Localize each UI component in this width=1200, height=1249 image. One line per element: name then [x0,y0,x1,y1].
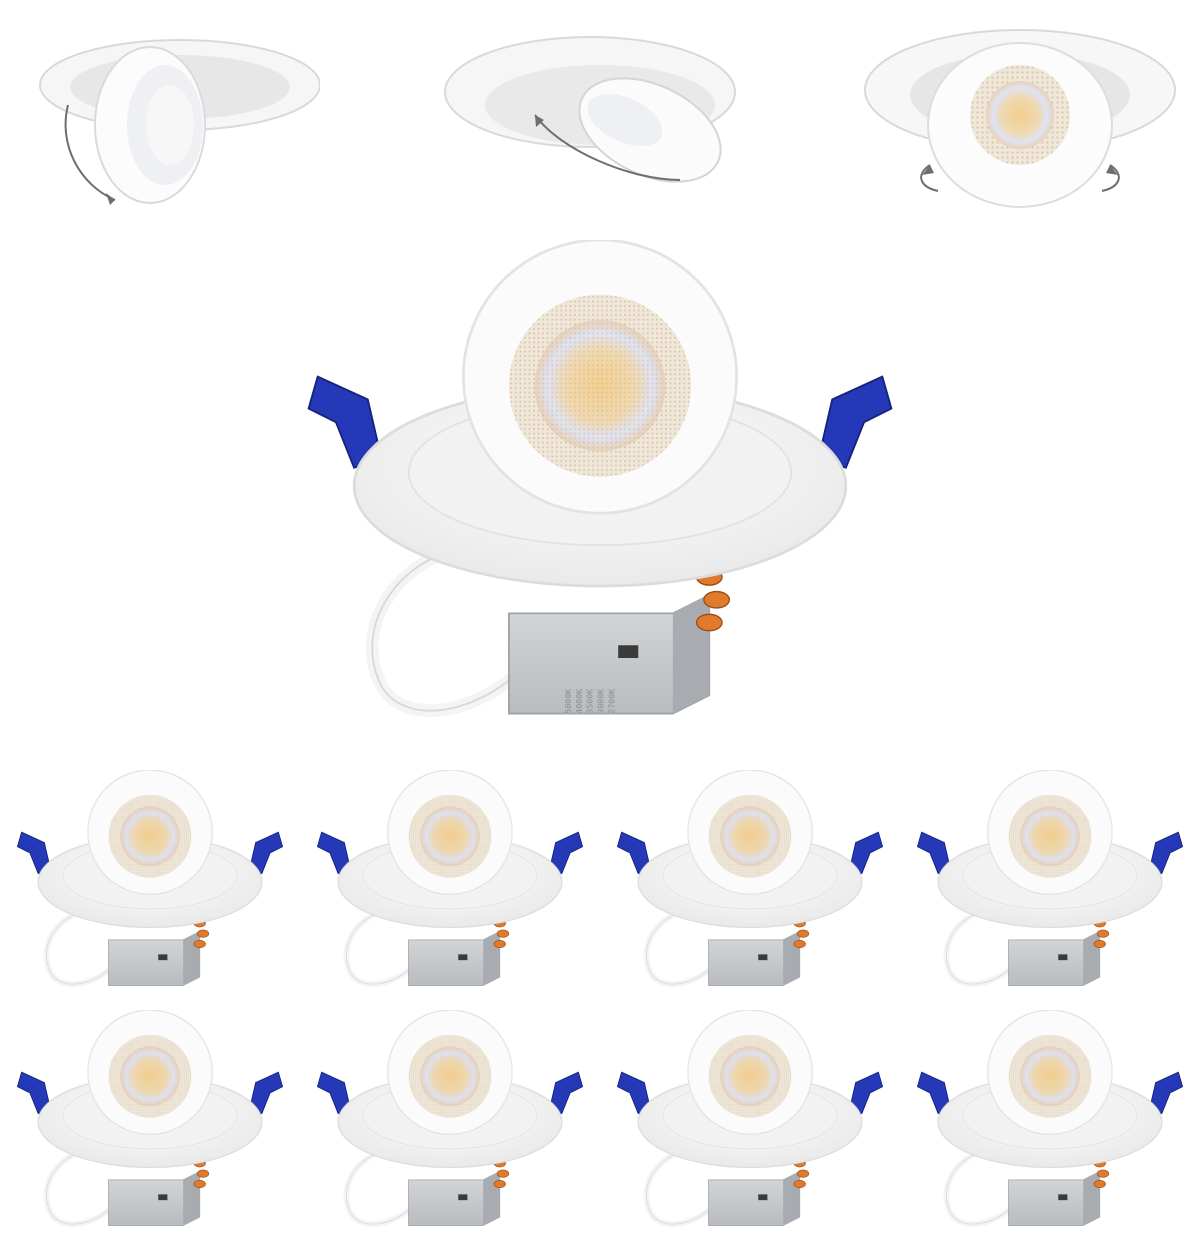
cct-label-4: 2700K [607,689,617,714]
gimbal-downlight-illustration [5,1010,295,1242]
hero-fixture: 5000K 4000K 3500K 3000K 2700K [250,240,950,800]
gimbal-downlight-illustration [905,770,1195,1002]
tilt-angled-illustration [444,36,736,183]
rotate-arrows-icon [920,164,1120,192]
gimbal-downlight-illustration [305,1010,595,1242]
grid-fixture [5,1010,295,1246]
rotation-demo-tilt-angled [440,20,750,200]
cct-label-2: 3500K [585,689,595,714]
gimbal-downlight-illustration: 5000K 4000K 3500K 3000K 2700K [250,240,950,750]
gimbal-downlight-illustration [305,770,595,1002]
gimbal-downlight-illustration [605,770,895,1002]
cct-label-0: 5000K [563,689,573,714]
grid-fixture [605,1010,895,1246]
rotation-demo-tilt-vertical [20,15,321,215]
swivel-horizontal-illustration [864,29,1176,208]
cct-label-1: 4000K [574,689,584,714]
curved-arrow-icon [534,114,681,181]
rotation-demo-swivel-horizontal [860,15,1180,220]
grid-fixture [905,1010,1195,1246]
grid-fixture [305,770,595,1006]
gimbal-downlight-illustration [5,770,295,1002]
cct-label-3: 3000K [596,689,606,714]
gimbal-downlight-illustration [605,1010,895,1242]
gimbal-downlight-illustration [905,1010,1195,1242]
curved-arrow-icon [64,104,116,205]
grid-fixture [305,1010,595,1246]
tilt-vertical-illustration [39,39,321,205]
grid-fixture [5,770,295,1006]
grid-fixture [905,770,1195,1006]
grid-fixture [605,770,895,1006]
